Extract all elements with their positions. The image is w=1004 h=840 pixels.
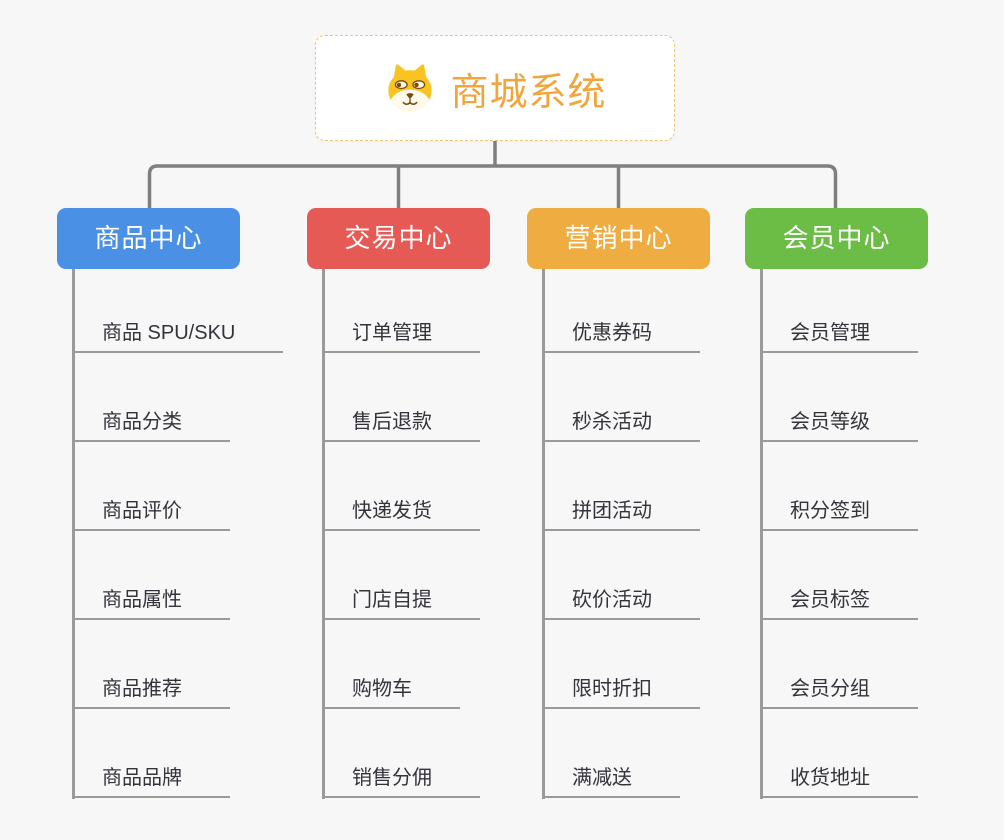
leaf-node[interactable]: 商品 SPU/SKU [72, 317, 284, 353]
branch-trunk-line [72, 269, 75, 799]
leaf-node[interactable]: 秒杀活动 [542, 406, 700, 442]
leaf-node[interactable]: 会员分组 [760, 673, 918, 709]
leaf-node[interactable]: 优惠券码 [542, 317, 700, 353]
branch-trade-center: 交易中心 订单管理售后退款快递发货门店自提购物车销售分佣 [307, 208, 490, 799]
leaf-node[interactable]: 会员等级 [760, 406, 918, 442]
leaf-node[interactable]: 商品推荐 [72, 673, 230, 709]
leaf-node[interactable]: 门店自提 [322, 584, 480, 620]
branch-header[interactable]: 会员中心 [745, 208, 928, 269]
branch-bus-line [147, 164, 838, 209]
leaf-node[interactable]: 商品属性 [72, 584, 230, 620]
leaf-node[interactable]: 限时折扣 [542, 673, 700, 709]
branch-trunk-line [542, 269, 545, 799]
leaf-node[interactable]: 积分签到 [760, 495, 918, 531]
leaf-node[interactable]: 商品品牌 [72, 762, 230, 798]
leaf-node[interactable]: 快递发货 [322, 495, 480, 531]
leaf-node[interactable]: 满减送 [542, 762, 680, 798]
branch-trunk-line [760, 269, 763, 799]
branch-header[interactable]: 交易中心 [307, 208, 490, 269]
branch-header[interactable]: 营销中心 [527, 208, 710, 269]
leaf-node[interactable]: 销售分佣 [322, 762, 480, 798]
leaf-node[interactable]: 商品评价 [72, 495, 230, 531]
leaf-node[interactable]: 商品分类 [72, 406, 230, 442]
leaf-node[interactable]: 购物车 [322, 673, 460, 709]
leaf-node[interactable]: 会员管理 [760, 317, 918, 353]
leaf-node[interactable]: 会员标签 [760, 584, 918, 620]
root-title: 商城系统 [450, 71, 607, 114]
leaf-node[interactable]: 售后退款 [322, 406, 480, 442]
branch-product-center: 商品中心 商品 SPU/SKU 商品分类商品评价商品属性商品推荐商品品牌 [57, 208, 284, 799]
branch-header[interactable]: 商品中心 [57, 208, 240, 269]
branch-member-center: 会员中心 会员管理会员等级积分签到会员标签会员分组收货地址 [745, 208, 928, 799]
leaf-node[interactable]: 砍价活动 [542, 584, 700, 620]
leaf-node[interactable]: 收货地址 [760, 762, 918, 798]
dog-face-icon [388, 64, 433, 111]
leaf-node[interactable]: 订单管理 [322, 317, 480, 353]
branch-marketing-center: 营销中心 优惠券码秒杀活动拼团活动砍价活动限时折扣满减送 [527, 208, 710, 799]
leaf-node[interactable]: 拼团活动 [542, 495, 700, 531]
root-node[interactable]: 商城系统 [315, 35, 675, 141]
branch-trunk-line [322, 269, 325, 799]
